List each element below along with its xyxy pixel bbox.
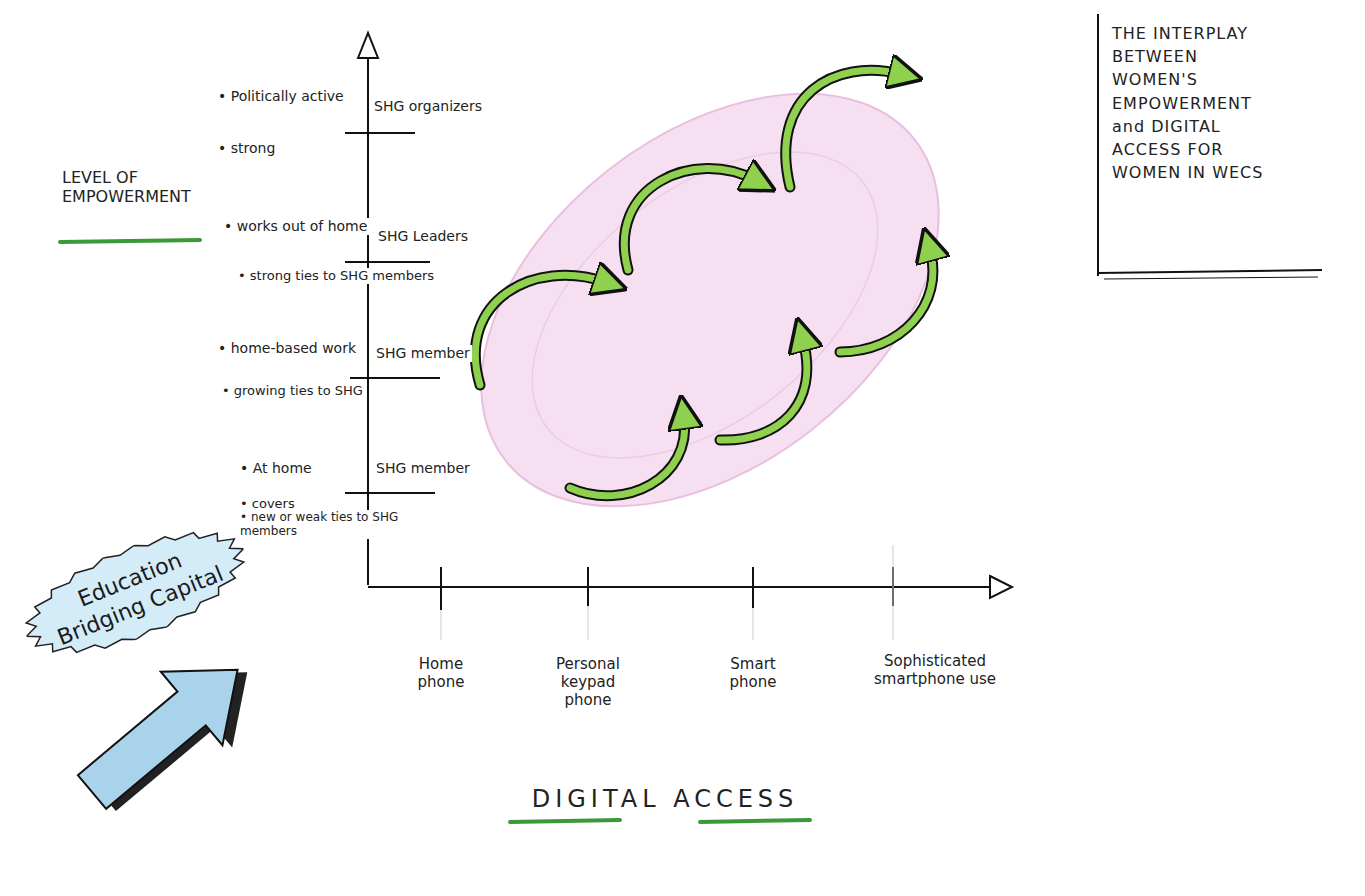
- empowerment-trait: • At home: [238, 460, 314, 477]
- axis-title: DIGITAL ACCESS: [530, 785, 801, 814]
- title-bracket: [1098, 14, 1322, 279]
- x-axis-tick-label: Personal keypad phone: [536, 655, 640, 709]
- empowerment-trait: • works out of home: [222, 218, 371, 235]
- x-axis-tick-label: Sophisticated smartphone use: [868, 652, 1002, 688]
- axis-title: LEVEL OF EMPOWERMENT: [60, 168, 214, 206]
- x-axis: [368, 586, 990, 588]
- x-axis-tick-label: Home phone: [394, 655, 488, 691]
- x-axis-tick-label: Smart phone: [711, 655, 795, 691]
- shg-role: SHG member: [374, 345, 472, 362]
- x-tick-guides: [441, 545, 893, 640]
- x-ticks: [441, 567, 893, 610]
- empowerment-trait: • home-based work: [216, 340, 365, 357]
- education-arrow: [61, 629, 278, 835]
- cloud-shape: [10, 508, 260, 677]
- cloud-callout: Education Bridging Capital: [10, 507, 260, 677]
- green-arrows: [475, 70, 933, 495]
- y-axis: [367, 56, 369, 585]
- empowerment-trait: • new or weak ties to SHG members: [238, 510, 412, 539]
- diagram-title: THE INTERPLAY BETWEEN WOMEN'S EMPOWERMEN…: [1110, 22, 1282, 184]
- empowerment-trait: • strong: [216, 140, 277, 157]
- y-axis-head: [358, 33, 378, 58]
- empowerment-trait: • growing ties to SHG: [220, 383, 365, 399]
- shg-role: SHG member: [374, 460, 472, 477]
- shg-role: SHG Leaders: [376, 228, 470, 245]
- region-sketch-line: [477, 91, 934, 519]
- empowerment-region: [404, 10, 1017, 590]
- shg-role: SHG organizers: [372, 98, 484, 115]
- empowerment-trait: • strong ties to SHG members: [236, 268, 436, 284]
- empowerment-trait: • Politically active: [216, 88, 346, 105]
- x-axis-head: [990, 576, 1012, 598]
- y-ticks: [345, 133, 440, 493]
